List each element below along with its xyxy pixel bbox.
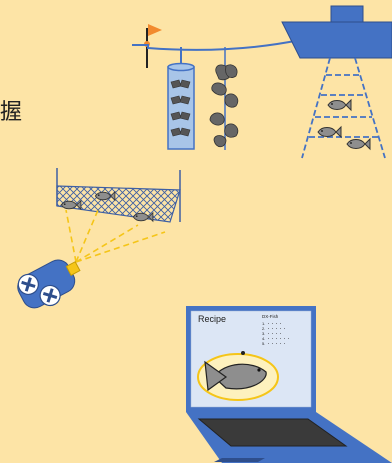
boat-icon <box>281 5 392 59</box>
sensor-beams <box>65 209 166 263</box>
mussel-rope-icon <box>209 47 239 150</box>
fish-icon <box>317 99 371 150</box>
longline-rope <box>132 39 301 51</box>
recipe-list-item: 5. ・・・・・ <box>262 341 286 346</box>
vertical-net <box>301 57 386 159</box>
recipe-list-item: 4. ・・・・・・ <box>262 336 290 341</box>
laptop-icon: Recipe DX-Fish 1. ・・・・ 2. ・・・・・ 3. ・・・・ … <box>186 306 392 463</box>
recipe-header: DX-Fish <box>262 314 279 319</box>
edge-kanji: 握 <box>0 100 23 125</box>
oyster-cage-icon <box>167 47 195 150</box>
fish-on-plate <box>204 360 267 392</box>
recipe-list-item: 1. ・・・・ <box>262 321 282 326</box>
drone-icon <box>17 259 81 309</box>
cursor-dot <box>241 351 245 355</box>
recipe-title: Recipe <box>198 314 226 324</box>
recipe-list-item: 3. ・・・・ <box>262 331 282 336</box>
net-icon <box>56 168 181 223</box>
recipe-list-item: 2. ・・・・・ <box>262 326 286 331</box>
